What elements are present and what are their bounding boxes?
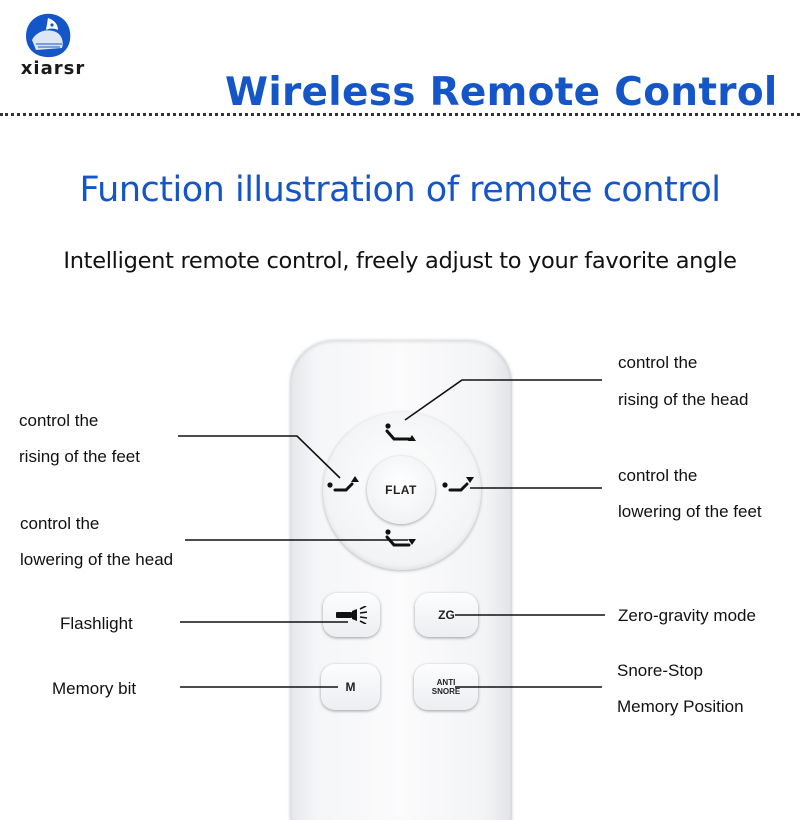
feet-up-icon: [327, 476, 359, 492]
memory-button[interactable]: M: [321, 664, 380, 710]
feet-up-label-line1: control the: [19, 411, 99, 430]
head-up-label-line1: control the: [618, 353, 698, 372]
flat-button[interactable]: FLAT: [367, 456, 435, 524]
title-divider: [0, 113, 800, 116]
flashlight-icon: [335, 606, 367, 624]
anti-snore-label-line2: SNORE: [431, 687, 461, 696]
head-down-label-line2: lowering of the head: [20, 550, 174, 569]
tagline: Intelligent remote control, freely adjus…: [63, 248, 737, 274]
lion-logo-icon: [26, 13, 71, 58]
head-up-label-line2: rising of the head: [618, 390, 749, 409]
anti-snore-label-line1: ANTI: [436, 678, 456, 687]
flashlight-label: Flashlight: [60, 614, 133, 633]
zero-gravity-label: Zero-gravity mode: [618, 606, 756, 625]
brand-name: xiarsr: [20, 58, 86, 79]
page-title: Wireless Remote Control: [225, 70, 778, 115]
head-down-label-line1: control the: [20, 514, 100, 533]
feet-down-label-line2: lowering of the feet: [618, 502, 762, 521]
flashlight-button[interactable]: [323, 593, 380, 637]
snore-stop-label-line2: Memory Position: [617, 697, 744, 716]
head-up-icon: [385, 423, 416, 441]
feet-down-icon: [442, 477, 474, 492]
memory-bit-label: Memory bit: [52, 679, 137, 698]
feet-down-label-line1: control the: [618, 466, 698, 485]
zero-gravity-button[interactable]: ZG: [415, 593, 478, 637]
feet-up-label-line2: rising of the feet: [19, 447, 140, 466]
subtitle: Function illustration of remote control: [79, 170, 721, 210]
head-down-icon: [385, 529, 416, 547]
anti-snore-button[interactable]: ANTI SNORE: [414, 664, 478, 710]
snore-stop-label-line1: Snore-Stop: [617, 661, 703, 680]
